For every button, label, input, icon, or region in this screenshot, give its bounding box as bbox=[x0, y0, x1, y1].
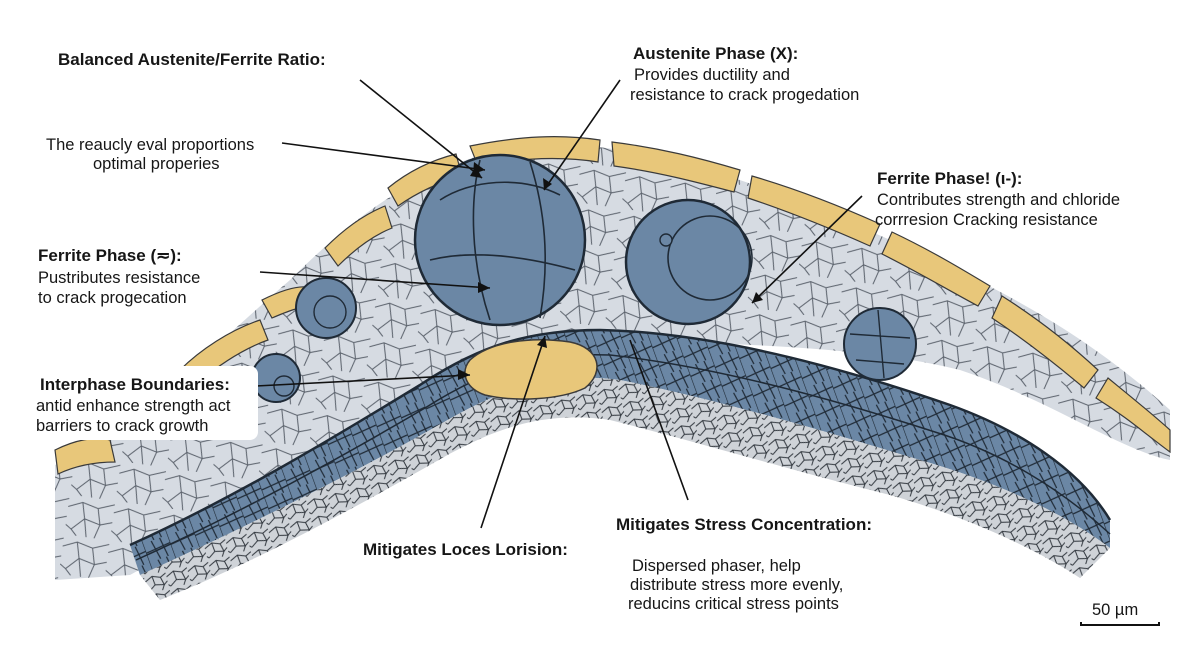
balanced-ratio-desc-2: optimal properies bbox=[93, 155, 220, 173]
ferrite-phase-left-desc-1: Pustributes resistance bbox=[38, 269, 201, 287]
leader-arrowheads bbox=[458, 162, 763, 380]
balanced-ratio-title: Balanced Austenite/Ferrite Ratio: bbox=[58, 50, 326, 69]
interphase-boundaries-desc-1: antid enhance strength act bbox=[36, 397, 231, 415]
scale-bar-label: 50 µm bbox=[1092, 601, 1139, 619]
interphase-boundaries-title: Interphase Boundaries: bbox=[40, 375, 230, 394]
austenite-cluster-right bbox=[843, 307, 917, 381]
austenite-grain-small-left bbox=[295, 277, 357, 339]
mitigates-stress-desc-1: Dispersed phaser, help bbox=[632, 557, 801, 575]
mitigates-local-corrosion-title: Mitigates Loces Lorision: bbox=[363, 540, 568, 559]
balanced-ratio-desc-1: The reaucly eval proportions bbox=[46, 136, 255, 154]
interphase-boundaries-desc-2: barriers to crack growth bbox=[36, 417, 209, 435]
ferrite-phase-left-title: Ferrite Phase (≂): bbox=[38, 246, 182, 265]
mitigates-stress-desc-3: reducins critical stress points bbox=[628, 595, 839, 613]
ferrite-phase-left-desc-2: to crack progecation bbox=[38, 289, 187, 307]
austenite-phase-desc-2: resistance to crack progedation bbox=[630, 86, 860, 104]
leader-lines bbox=[255, 79, 863, 529]
austenite-grain-medium bbox=[624, 198, 753, 326]
ferrite-phase-right-desc-2: corrresion Cracking resistance bbox=[875, 211, 1098, 229]
ferrite-phase-right-title: Ferrite Phase! (ι-): bbox=[877, 169, 1023, 188]
mitigates-stress-title: Mitigates Stress Concentration: bbox=[616, 515, 872, 534]
austenite-cluster-large bbox=[413, 153, 587, 327]
austenite-phase-desc-1: Provides ductility and bbox=[634, 66, 790, 84]
ferrite-phase-right-desc-1: Contributes strength and chloride bbox=[877, 191, 1121, 209]
austenite-phase-title: Austenite Phase (X): bbox=[633, 44, 799, 63]
ferrite-island bbox=[464, 339, 598, 400]
interphase-label-background bbox=[14, 366, 258, 440]
austenite-band-inner-line bbox=[135, 353, 1111, 561]
scale-bar bbox=[1080, 622, 1160, 626]
mitigates-stress-desc-2: distribute stress more evenly, bbox=[630, 576, 844, 594]
austenite-band-outline bbox=[129, 328, 1112, 547]
austenite-grain-small-boundary bbox=[251, 353, 301, 403]
